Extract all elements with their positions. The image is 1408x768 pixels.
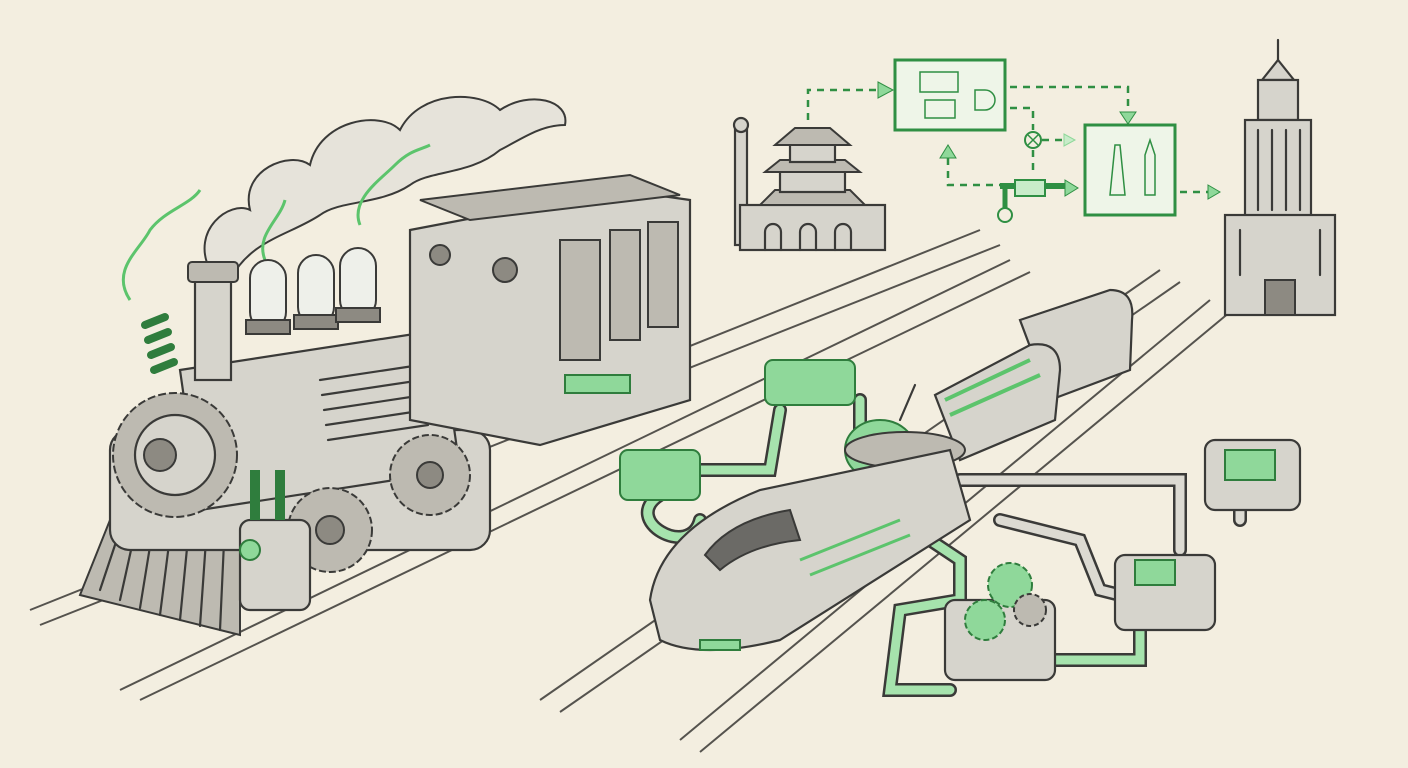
cabinet-panels xyxy=(429,221,679,394)
vacuum-tubes-part xyxy=(335,307,381,323)
cabinet-top xyxy=(419,173,681,222)
bullet-train-part xyxy=(944,358,1041,417)
middle-car xyxy=(933,343,1062,462)
pipe-network-part xyxy=(1013,593,1047,627)
blueprint-flow-diagram-part xyxy=(1109,137,1156,196)
blueprint-flow-diagram-part xyxy=(924,99,956,119)
blueprint-flow-diagram-part xyxy=(939,144,957,159)
bullet-train-part xyxy=(799,518,911,577)
pipe-network-part xyxy=(964,599,1006,641)
cowcatcher-grille-part xyxy=(198,538,208,628)
cowcatcher-grille-part xyxy=(218,540,226,632)
steam-locomotive xyxy=(78,173,692,637)
smoke-cloud-part xyxy=(121,189,202,301)
boiler-vents-part xyxy=(320,378,424,397)
blueprint-flow-diagram-part xyxy=(877,81,895,99)
switch-module xyxy=(764,359,856,406)
cabinet-panels-part xyxy=(647,221,679,328)
pagoda-part xyxy=(732,116,750,134)
bullet-train-part xyxy=(898,383,917,422)
windshield xyxy=(703,508,802,572)
skyscraper-part xyxy=(1264,279,1296,316)
blueprint-circuit xyxy=(893,58,1007,132)
cabinet-panels-part xyxy=(609,229,641,341)
cabinet-panels-part xyxy=(564,374,631,394)
blueprint-flow-diagram-part xyxy=(1063,133,1077,147)
smoke-cloud-part xyxy=(203,95,567,282)
skyscraper-part xyxy=(1238,128,1322,277)
blueprint-flow-diagram-part xyxy=(919,71,959,93)
blueprint-flow-diagram xyxy=(806,58,1221,223)
pagoda-part xyxy=(763,222,853,252)
boiler-vents-part xyxy=(322,393,426,412)
smoke-cloud-part xyxy=(261,199,287,261)
blueprint-flow-diagram-part xyxy=(1064,179,1079,197)
pagoda-part xyxy=(772,127,853,146)
skyscraper-part xyxy=(1256,78,1300,122)
skyscraper-part-part xyxy=(1238,128,1322,277)
smokestack xyxy=(193,268,233,382)
vacuum-tubes-part xyxy=(293,314,339,330)
cabinet-panels-part xyxy=(429,244,451,266)
blueprint-flow-diagram-part xyxy=(997,207,1013,223)
blueprint-flow-diagram-part xyxy=(1119,111,1137,125)
vacuum-tubes xyxy=(245,247,381,335)
pagoda-part xyxy=(762,159,863,173)
rail-tracks-left-part xyxy=(139,271,1031,701)
boiler-vents-part xyxy=(326,423,430,442)
blueprint-flow-diagram-part xyxy=(974,89,996,111)
blueprint-flow-diagram-part xyxy=(946,158,1000,187)
valve xyxy=(1014,179,1046,197)
pagoda-part xyxy=(757,189,868,206)
smoke-cloud xyxy=(121,95,567,301)
cowcatcher-grille-part xyxy=(178,536,190,622)
rail-tracks-left-part xyxy=(119,259,1011,691)
boiler-vents-part xyxy=(318,363,422,382)
drive-wheels-part xyxy=(315,515,345,545)
blueprint-flow-diagram-part xyxy=(1027,134,1039,146)
spring-coil xyxy=(141,313,178,374)
rail-tracks-right-part xyxy=(699,311,1231,753)
pagoda-part xyxy=(778,168,847,194)
pagoda-part xyxy=(738,203,887,252)
skyscraper xyxy=(1223,38,1337,317)
lead-car xyxy=(648,448,972,652)
vacuum-tubes-part xyxy=(245,319,291,335)
green-pipes xyxy=(250,470,285,520)
blueprint-flow-diagram-part xyxy=(806,88,880,120)
rear-cab xyxy=(238,518,312,612)
blueprint-buildings xyxy=(1083,123,1177,217)
blueprint-flow-diagram-part xyxy=(1010,85,1130,112)
cabinet-panels-part xyxy=(559,239,601,361)
blueprint-flow-diagram-part xyxy=(1207,184,1221,200)
smokestack-cap xyxy=(187,261,239,283)
bullet-train-part xyxy=(699,639,741,651)
headlamp xyxy=(143,438,177,472)
control-module xyxy=(619,449,701,501)
bullet-train xyxy=(648,288,1134,652)
pipe-network-part xyxy=(1134,559,1176,586)
pagoda xyxy=(732,116,887,252)
pipe-network-part xyxy=(1224,449,1276,481)
boiler-vents xyxy=(318,363,430,442)
smoke-cloud-part xyxy=(356,143,431,226)
drive-wheels-part xyxy=(416,461,444,489)
cabinet-panels-part xyxy=(492,257,518,283)
green-lamp xyxy=(239,539,261,561)
